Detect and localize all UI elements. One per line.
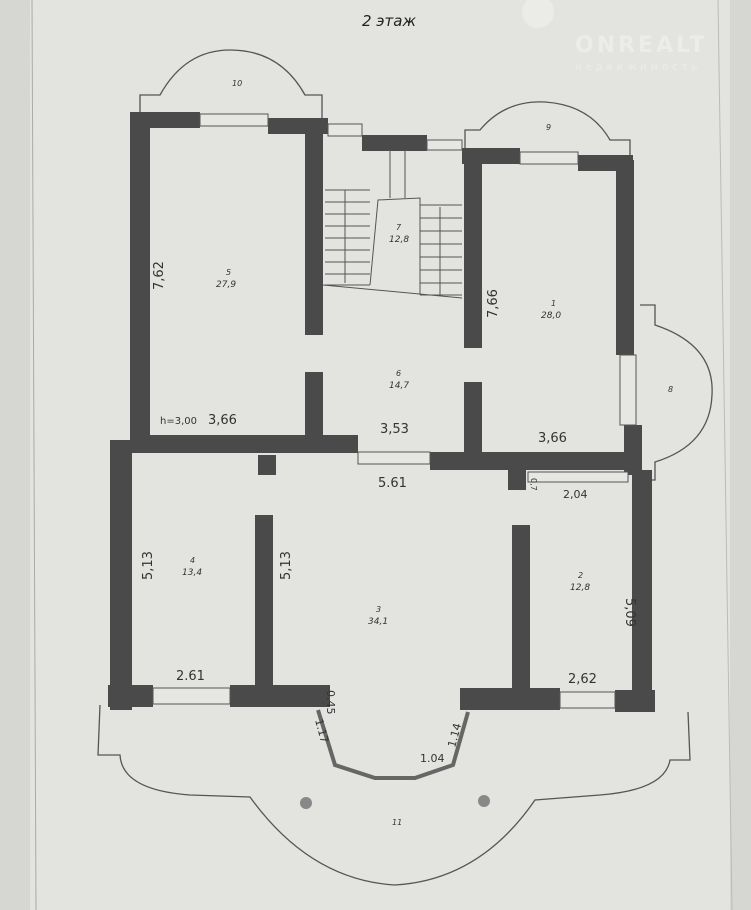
svg-text:3,66: 3,66 bbox=[208, 413, 237, 428]
floor-title: 2 этаж bbox=[362, 12, 416, 30]
svg-text:0.45: 0.45 bbox=[324, 690, 337, 715]
svg-text:34,1: 34,1 bbox=[368, 617, 388, 627]
watermark-brand: ONREALT bbox=[575, 33, 708, 58]
svg-text:4: 4 bbox=[190, 556, 195, 565]
staircase bbox=[322, 150, 463, 299]
balcony-10 bbox=[139, 49, 323, 125]
terrace-11 bbox=[97, 704, 691, 886]
paper-edge-right bbox=[717, 0, 733, 910]
house-pin-icon bbox=[522, 0, 555, 28]
svg-text:1.04: 1.04 bbox=[420, 752, 445, 765]
svg-text:5.61: 5.61 bbox=[378, 476, 407, 491]
ceiling-height: h=3,00 bbox=[160, 416, 197, 427]
svg-text:27,9: 27,9 bbox=[216, 280, 236, 290]
svg-text:7,66: 7,66 bbox=[486, 289, 501, 318]
column bbox=[300, 797, 312, 809]
svg-text:6: 6 bbox=[396, 369, 401, 378]
svg-text:7,62: 7,62 bbox=[152, 261, 167, 290]
room-1: 1 28,0 3,66 7,66 bbox=[486, 289, 567, 446]
svg-text:2,04: 2,04 bbox=[563, 488, 588, 501]
balcony-8 bbox=[640, 304, 713, 481]
svg-text:5,09: 5,09 bbox=[622, 598, 637, 627]
svg-text:5,13: 5,13 bbox=[279, 551, 294, 580]
room-6: 6 14,7 3,53 bbox=[380, 369, 409, 437]
column bbox=[478, 795, 490, 807]
svg-text:13,4: 13,4 bbox=[182, 568, 202, 578]
svg-text:2,62: 2,62 bbox=[568, 672, 597, 687]
svg-text:3: 3 bbox=[376, 605, 381, 614]
watermark-logo: ONREALT недвижимость bbox=[522, 0, 708, 73]
svg-text:1.14: 1.14 bbox=[445, 722, 464, 749]
svg-text:5,13: 5,13 bbox=[141, 551, 156, 580]
svg-text:5: 5 bbox=[226, 268, 231, 277]
watermark-subtitle: недвижимость bbox=[575, 62, 701, 73]
balcony-9 bbox=[464, 101, 631, 160]
walls bbox=[108, 112, 655, 712]
svg-text:12,8: 12,8 bbox=[389, 235, 409, 245]
svg-text:0,7: 0,7 bbox=[529, 478, 538, 491]
svg-text:2: 2 bbox=[578, 571, 583, 580]
svg-text:28,0: 28,0 bbox=[541, 311, 561, 321]
room-3: 3 34,1 5.61 5,13 bbox=[279, 476, 407, 627]
windows bbox=[152, 113, 637, 709]
svg-text:1: 1 bbox=[551, 299, 556, 308]
svg-text:14,7: 14,7 bbox=[389, 381, 409, 391]
bay-window-dims: 0.45 1.17 1.04 1.14 bbox=[312, 690, 464, 765]
svg-text:2.61: 2.61 bbox=[176, 669, 205, 684]
room-7: 7 12,8 bbox=[389, 223, 409, 245]
svg-text:3,66: 3,66 bbox=[538, 431, 567, 446]
paper-edge bbox=[31, 0, 37, 910]
balcony-10-label: 10 bbox=[232, 79, 242, 88]
room-2: 2 12,8 2,62 5,09 2,04 0,7 bbox=[529, 478, 637, 687]
svg-text:1.17: 1.17 bbox=[312, 717, 331, 744]
balcony-9-label: 9 bbox=[546, 123, 551, 132]
terrace-11-label: 11 bbox=[392, 818, 402, 827]
balcony-8-label: 8 bbox=[668, 385, 673, 394]
svg-text:3,53: 3,53 bbox=[380, 422, 409, 437]
room-4: 4 13,4 2.61 5,13 bbox=[141, 551, 205, 684]
svg-text:7: 7 bbox=[396, 223, 402, 232]
room-5: 5 27,9 3,66 7,62 h=3,00 bbox=[152, 261, 237, 428]
svg-text:12,8: 12,8 bbox=[570, 583, 590, 593]
bay-window bbox=[316, 709, 470, 780]
